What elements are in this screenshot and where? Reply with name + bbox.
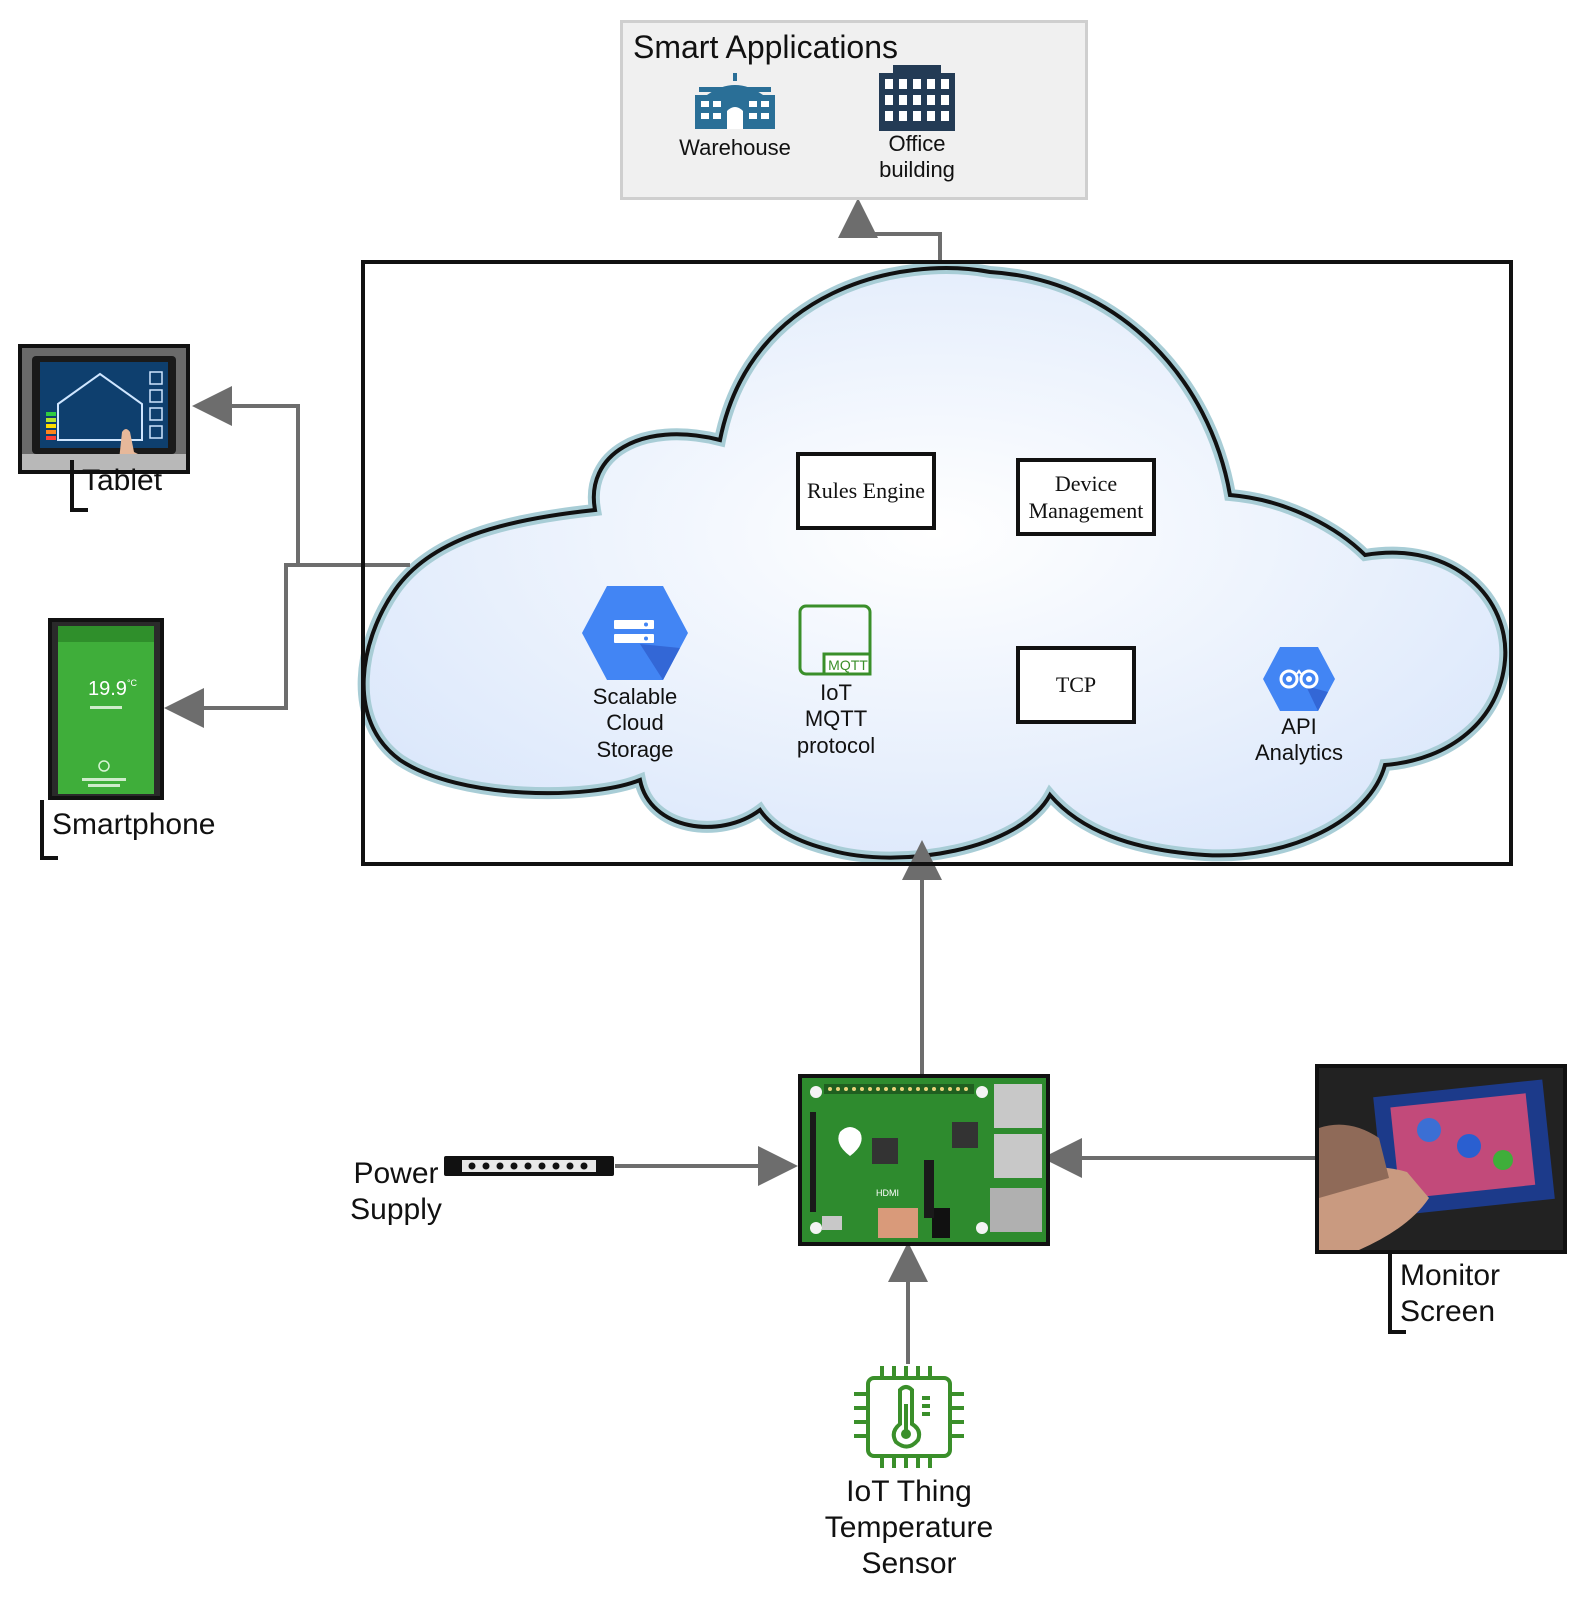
tcp-box: TCP xyxy=(1016,646,1136,724)
power-supply-label: Power Supply xyxy=(350,1157,442,1226)
raspberry-pi-board: HDMI xyxy=(798,1074,1050,1246)
arrow-cloud-to-smart-apps xyxy=(838,198,942,262)
raspberry-pi-icon xyxy=(802,1078,1046,1242)
smartphone-label-bracket xyxy=(40,800,58,860)
rules-engine-box: Rules Engine xyxy=(796,452,936,530)
smartphone-image: 19.9°C xyxy=(48,618,164,800)
monitor-label-bracket xyxy=(1388,1254,1406,1334)
monitor-screen-label: Monitor Screen xyxy=(1400,1259,1501,1328)
device-management-box: Device Management xyxy=(1016,458,1156,536)
office-building-icon xyxy=(879,65,955,131)
arrow-cloud-to-smartphone xyxy=(164,563,298,728)
tablet-image xyxy=(18,344,190,474)
warehouse-icon xyxy=(695,73,775,129)
temperature-sensor-label: IoT Thing Temperature Sensor xyxy=(824,1475,994,1580)
tablet-label-bracket xyxy=(70,460,88,512)
cloud-storage-label: Scalable Cloud Storage xyxy=(592,684,678,762)
monitor-screen-icon xyxy=(1319,1068,1563,1250)
tablet-home-icon xyxy=(22,348,186,470)
mqtt-badge-text: MQTT xyxy=(828,657,868,673)
api-analytics-icon xyxy=(1263,647,1335,711)
tablet-label: Tablet xyxy=(82,464,163,497)
cloud-outline xyxy=(361,266,1508,860)
office-building-label: Office building xyxy=(879,131,955,183)
temperature-sensor-icon xyxy=(854,1366,964,1468)
cloud-storage-icon xyxy=(582,586,688,680)
power-supply-icon xyxy=(462,1160,596,1172)
cloud-platform-frame xyxy=(361,260,1513,866)
monitor-screen-image xyxy=(1315,1064,1567,1254)
warehouse-label: Warehouse xyxy=(679,135,791,160)
mqtt-icon xyxy=(798,604,872,676)
smartphone-thermometer-icon xyxy=(52,622,160,796)
power-supply-strip xyxy=(444,1156,614,1176)
arrow-cloud-to-tablet xyxy=(192,386,410,567)
smartphone-label: Smartphone xyxy=(52,808,216,841)
smart-applications-title: Smart Applications xyxy=(633,29,899,65)
board-hdmi-text: HDMI xyxy=(876,1188,899,1198)
api-analytics-label: API Analytics xyxy=(1254,714,1344,766)
mqtt-label: IoT MQTT protocol xyxy=(796,680,876,758)
smartphone-temperature: 19.9°C xyxy=(88,678,138,700)
smart-applications-box: Smart Applications Warehouse Office buil… xyxy=(620,20,1088,200)
